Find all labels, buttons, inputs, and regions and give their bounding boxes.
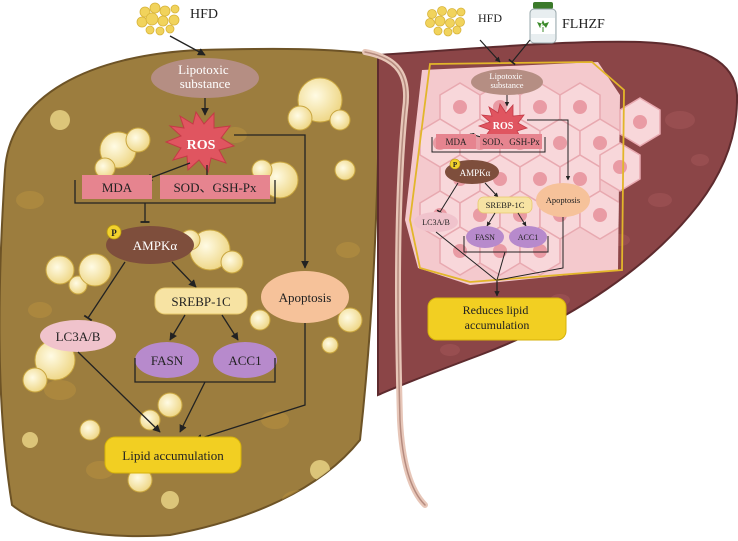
- lipotoxic-node-right: [471, 69, 543, 95]
- acc1-label-right: ACC1: [518, 233, 538, 242]
- lipotoxic-right-line-2: substance: [490, 80, 523, 90]
- apoptosis-node-right: [536, 183, 590, 217]
- oxstress-bracket: [74, 180, 276, 204]
- apoptosis-lipid-arrow: [194, 323, 306, 442]
- lipotoxic-node: [151, 58, 259, 98]
- ros-apoptosis-arrow: [234, 134, 309, 269]
- ros-apoptosis-arrow-right: [527, 119, 571, 181]
- lc3-lipid-arrow: [77, 351, 161, 433]
- phospho-badge: [106, 224, 122, 240]
- phospho-label: P: [111, 228, 117, 238]
- fasn-label: FASN: [151, 353, 184, 368]
- lipogenesis-lipid-arrow: [179, 381, 206, 433]
- apoptosis-label-right: Apoptosis: [546, 195, 580, 205]
- ampk-label-right: AMPKα: [460, 168, 491, 178]
- acc1-node-right: [509, 226, 547, 248]
- flhzf-bottle-icon: [529, 2, 557, 44]
- reduces-lipid-label: Reduces lipid accumulation: [463, 303, 532, 332]
- hfd-arrow: [169, 35, 206, 56]
- srebp-acc1-arrow: [221, 314, 239, 341]
- lipotoxic-right-line-1: Lipotoxic: [489, 71, 522, 81]
- srebp-label: SREBP-1C: [171, 294, 230, 309]
- hfd-fat-icon: [136, 2, 180, 36]
- ros-starburst: [164, 110, 236, 174]
- lc3-converge-right: [435, 231, 497, 281]
- fasn-node: [135, 342, 199, 378]
- lipid-accumulation-label: Lipid accumulation: [122, 448, 224, 463]
- lipid-accumulation-box: [104, 436, 242, 474]
- lc3-label-right: LC3A/B: [422, 218, 450, 227]
- right-pathway: HFD FLHZF Lipotoxic substance ROS MDA SO…: [414, 2, 605, 341]
- hfd-label-right: HFD: [478, 11, 502, 25]
- fasn-node-right: [466, 226, 504, 248]
- srebp-fasn-arrow-right: [486, 212, 496, 227]
- oxstress-bracket-right: [431, 137, 546, 153]
- srebp-fasn-arrow: [169, 314, 186, 341]
- mda-box-right: [436, 134, 476, 149]
- sod-label: SOD、GSH-Px: [173, 180, 257, 195]
- ros-mda-arrow: [144, 162, 191, 182]
- apoptosis-node: [261, 271, 349, 323]
- lipotoxic-label: Lipotoxic substance: [178, 62, 232, 91]
- ros-label: ROS: [187, 138, 216, 153]
- sod-box-right: [480, 134, 542, 149]
- fasn-label-right: FASN: [475, 233, 495, 242]
- phospho-label-right: P: [453, 161, 458, 169]
- acc1-node: [213, 342, 277, 378]
- reduces-line-1: Reduces lipid: [463, 303, 529, 317]
- ampk-srebp-arrow: [171, 261, 197, 288]
- lipogenesis-bracket-right: [463, 236, 549, 253]
- sod-box: [160, 175, 270, 199]
- lc3-label: LC3A/B: [56, 329, 101, 344]
- hfd-label: HFD: [190, 7, 218, 22]
- srebp-box-right: [477, 196, 533, 214]
- mda-label: MDA: [102, 180, 133, 195]
- fat-droplets: [16, 77, 363, 510]
- ampk-lc3-inhibit: [83, 261, 126, 322]
- ampk-node: [106, 226, 194, 264]
- lc3-node-right: [414, 212, 458, 232]
- zoom-outline: [409, 61, 625, 283]
- srebp-label-right: SREBP-1C: [486, 200, 525, 210]
- left-pathway: HFD Lipotoxic substance ROS MDA SOD、GSH-…: [40, 2, 349, 474]
- reduces-line-2: accumulation: [465, 318, 530, 332]
- flhzf-inhibit: [508, 39, 531, 66]
- ampk-srebp-arrow-right: [484, 182, 499, 198]
- acc1-label: ACC1: [228, 353, 261, 368]
- hfd-fat-icon-right: [425, 6, 466, 37]
- lipogenesis-converge-right: [496, 251, 506, 281]
- ros-label-right: ROS: [493, 121, 514, 132]
- hepatocyte-extra: [599, 97, 661, 192]
- lipotoxic-line-1: Lipotoxic: [178, 62, 229, 77]
- reduces-lipid-box: [427, 297, 567, 341]
- srebp-acc1-arrow-right: [517, 212, 527, 227]
- mda-label-right: MDA: [445, 137, 467, 147]
- ampk-lc3-inhibit-right: [436, 182, 459, 215]
- sod-label-right: SOD、GSH-Px: [482, 137, 540, 147]
- lipotoxic-line-2: substance: [180, 76, 231, 91]
- ampk-label: AMPKα: [133, 238, 178, 253]
- apoptosis-label: Apoptosis: [279, 290, 332, 305]
- lc3-node: [40, 320, 116, 352]
- srebp-box: [154, 287, 248, 315]
- lipotoxic-label-right: Lipotoxic substance: [489, 71, 524, 90]
- apoptosis-converge-right: [497, 217, 564, 281]
- phospho-badge-right: [449, 158, 461, 170]
- mda-box: [82, 175, 152, 199]
- hfd-arrow-right: [479, 39, 501, 63]
- flhzf-label: FLHZF: [562, 17, 605, 32]
